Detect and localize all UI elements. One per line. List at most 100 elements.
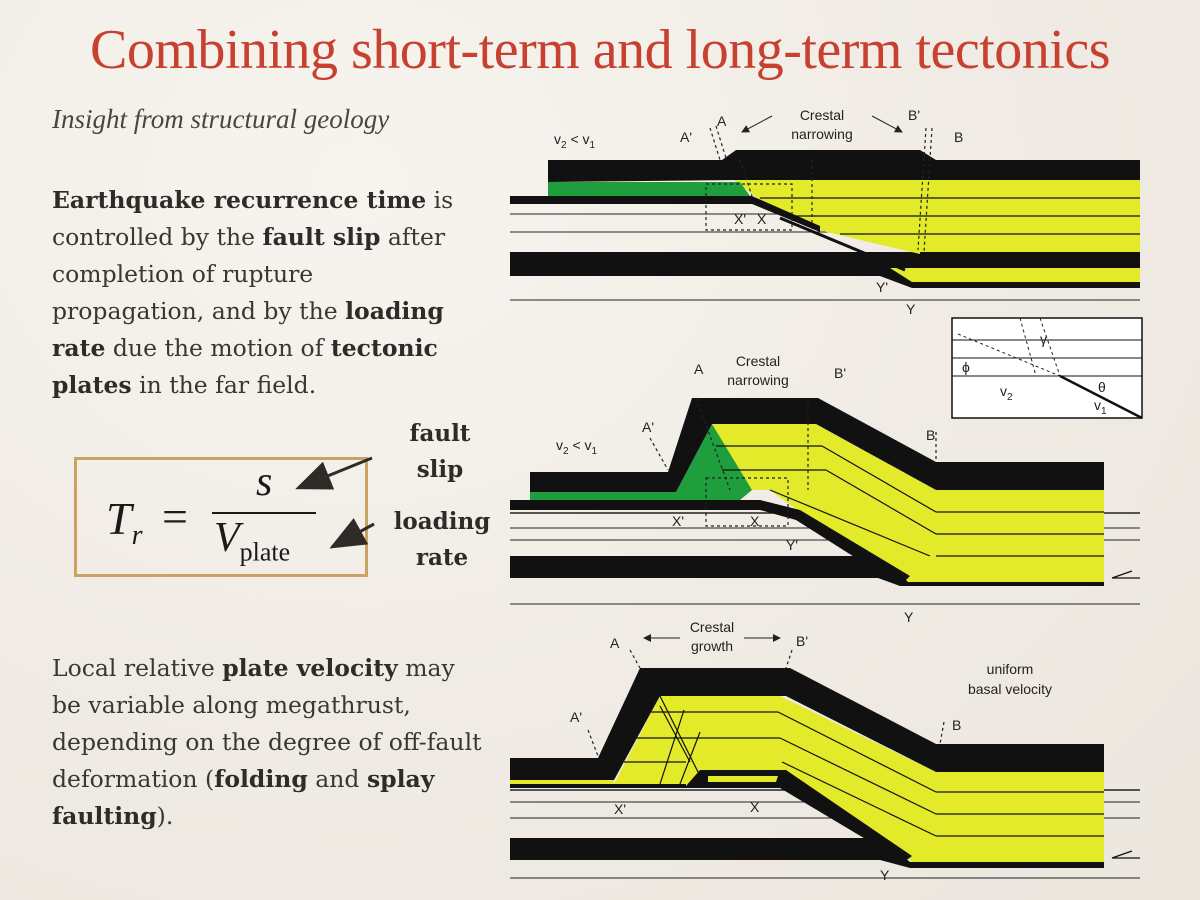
loading-rate-label: loading rate <box>384 504 500 576</box>
yellow-thin <box>906 856 1104 862</box>
label-B: B <box>926 427 935 443</box>
panel-2: v2 < v1 A' A B' B Crestal narrowing X' X… <box>510 353 1140 625</box>
term-splay-faulting: splay faulting <box>52 765 435 830</box>
label-A: A <box>610 635 620 651</box>
term-folding: folding <box>214 765 308 793</box>
label-A: A <box>717 113 727 129</box>
panel-3: A' A B' B Crestal growth uniform basal v… <box>510 619 1140 883</box>
label-Aprime: A' <box>680 129 692 145</box>
text: Local relative <box>52 654 223 682</box>
yellow-thin <box>890 268 1140 282</box>
crest-label: growth <box>691 638 733 654</box>
equation-denominator: Vplate <box>214 514 290 567</box>
label-Y: Y <box>906 301 916 317</box>
half-arrow-icon <box>1111 850 1140 859</box>
basal-layer <box>510 556 1104 586</box>
uniform-label: basal velocity <box>968 681 1052 697</box>
term-fault-slip: fault slip <box>262 223 381 251</box>
label-Bprime: B' <box>796 633 808 649</box>
plate-velocity-paragraph: Local relative plate velocity may be var… <box>52 650 482 835</box>
crest-label: Crestal <box>690 619 734 635</box>
label-X: X <box>757 211 767 227</box>
label-B: B <box>952 717 961 733</box>
label-Yprime: Y' <box>876 279 888 295</box>
layer-lines <box>760 197 1140 235</box>
eq-plate: plate <box>239 537 291 567</box>
text: ). <box>156 802 174 830</box>
label-Yprime: Y' <box>786 537 798 553</box>
label-Xprime: X' <box>672 513 684 529</box>
fault-layer <box>510 196 820 232</box>
term-recurrence: Earthquake recurrence time <box>52 186 427 214</box>
label-Y: Y <box>880 867 890 883</box>
fault-layer <box>510 770 912 862</box>
label-line: slip <box>416 456 464 483</box>
green-layer <box>530 424 752 500</box>
arrow <box>741 115 773 133</box>
dashed-guides <box>587 649 945 757</box>
term-plate-velocity: plate velocity <box>222 654 398 682</box>
recurrence-paragraph: Earthquake recurrence time is controlled… <box>52 182 472 404</box>
theta-symbol: θ <box>1098 379 1106 395</box>
label-A: A <box>694 361 704 377</box>
crest-label: Crestal <box>800 107 844 123</box>
label-Xprime: X' <box>734 211 746 227</box>
term-tectonic-plates: tectonic plates <box>52 334 438 399</box>
subtitle: Insight from structural geology <box>52 104 390 134</box>
label-Aprime: A' <box>570 709 582 725</box>
basal-layer <box>510 838 1104 868</box>
inset-box: ϕ γ θ v2 v1 <box>951 317 1143 420</box>
eq-V: V <box>214 515 240 561</box>
layer-lines <box>716 445 1104 557</box>
label-Bprime: B' <box>834 365 846 381</box>
top-layer <box>548 150 1140 182</box>
dashed-guides <box>649 397 937 527</box>
fault-slip-label: fault slip <box>390 416 490 488</box>
equation-box <box>74 457 368 577</box>
label-Y: Y <box>904 609 914 625</box>
fault-slip-arrow <box>295 456 373 490</box>
text: may be variable along megathrust, depend… <box>52 654 482 793</box>
panel-1: v2 < v1 A' A B' B Crestal narrowing X' X… <box>510 107 1140 317</box>
yellow-thin <box>902 576 1104 582</box>
eq-r: r <box>131 520 143 552</box>
text: after completion of rupture propagation,… <box>52 223 446 325</box>
fault-layer <box>510 500 910 586</box>
text: in the far field. <box>131 371 317 399</box>
half-arrow-icon <box>1111 570 1140 579</box>
top-layer <box>530 398 1104 492</box>
label-line: rate <box>415 544 469 571</box>
v1-label: v1 <box>1094 397 1107 417</box>
label-line: fault <box>409 420 471 447</box>
crest-label: Crestal <box>736 353 780 369</box>
loading-rate-arrow <box>329 517 375 549</box>
fault-line <box>779 216 906 272</box>
text: is controlled by the <box>52 186 454 251</box>
dashed-guides <box>705 125 933 253</box>
label-B: B <box>954 129 963 145</box>
eq-T: T <box>106 493 132 544</box>
crest-label: narrowing <box>791 126 852 142</box>
phi-symbol: ϕ <box>962 359 970 375</box>
text: due the motion of <box>105 334 331 362</box>
label-X: X <box>750 799 760 815</box>
label-line: loading <box>393 508 491 535</box>
uniform-label: uniform <box>987 661 1034 677</box>
gamma-symbol: γ <box>1040 331 1047 347</box>
v2-label: v2 <box>1000 383 1013 403</box>
arrow <box>871 115 903 133</box>
term-loading-rate: loading rate <box>52 297 444 362</box>
label-Aprime: A' <box>642 419 654 435</box>
label-Bprime: B' <box>908 107 920 123</box>
equation-equals: = <box>162 491 188 542</box>
yellow-strip <box>510 780 614 784</box>
top-layer <box>510 668 1104 780</box>
equation-lhs: Tr <box>106 492 143 552</box>
label-X: X <box>750 513 760 529</box>
velocity-label: v2 < v1 <box>554 131 596 151</box>
page-title: Combining short-term and long-term tecto… <box>89 19 1111 81</box>
yellow-block <box>712 420 1104 576</box>
equation-numerator: s <box>256 459 273 505</box>
layer-lines <box>624 695 1104 837</box>
